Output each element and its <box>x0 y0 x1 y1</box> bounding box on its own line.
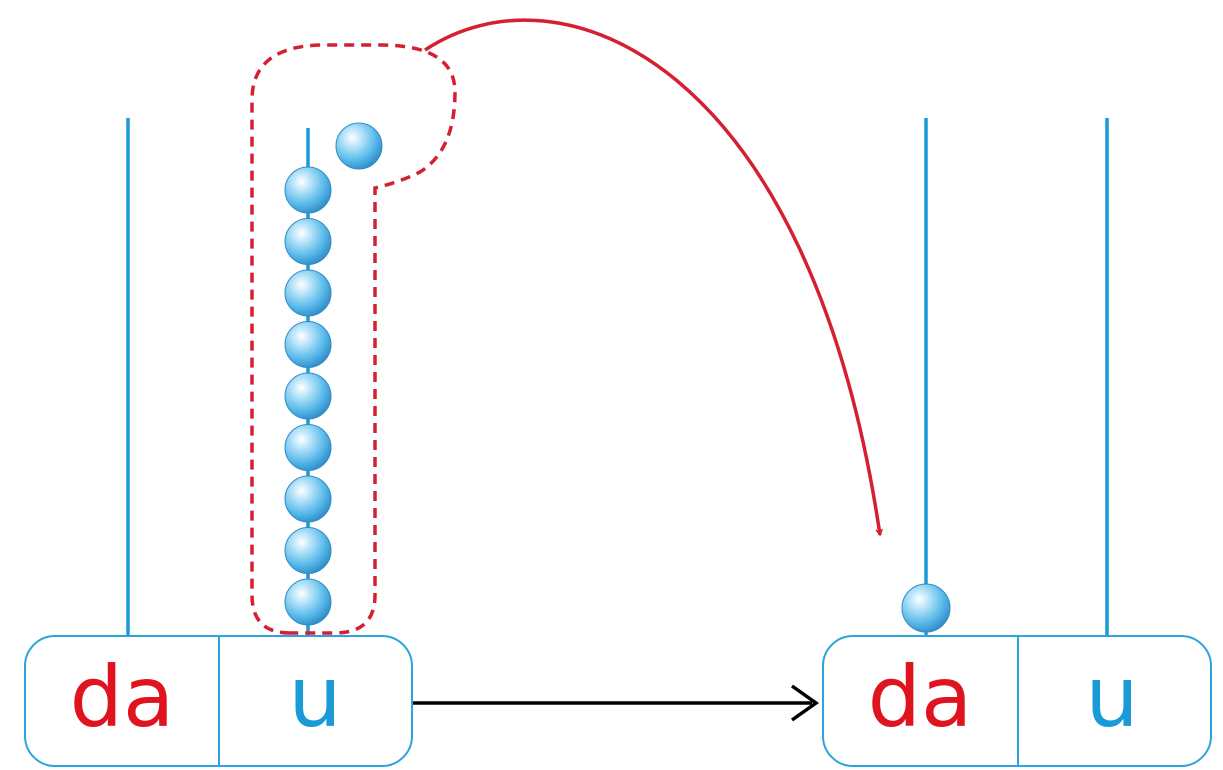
bead-icon <box>284 372 332 420</box>
result-arrow <box>413 684 820 722</box>
bead-icon <box>284 424 332 471</box>
bead-icon <box>284 269 332 317</box>
bead-icon <box>284 321 332 368</box>
bead-icon <box>284 578 332 626</box>
bead-icon <box>284 166 332 214</box>
bead-column-da-after <box>901 583 951 633</box>
abacus-after: da u <box>822 118 1212 767</box>
carry-arrow <box>424 18 883 537</box>
label-da-before: da <box>70 648 175 746</box>
bead-icon <box>284 218 332 265</box>
abacus-before: da u <box>24 118 413 767</box>
bead-column-u-before <box>284 122 383 626</box>
label-u-before: u <box>288 648 341 746</box>
bead-icon <box>335 122 383 170</box>
label-u-after: u <box>1085 648 1138 746</box>
bead-icon <box>284 475 332 523</box>
bead-icon <box>284 527 332 574</box>
label-da-after: da <box>868 648 973 746</box>
group-of-ten-outline <box>250 43 457 635</box>
bead-icon <box>901 583 951 633</box>
